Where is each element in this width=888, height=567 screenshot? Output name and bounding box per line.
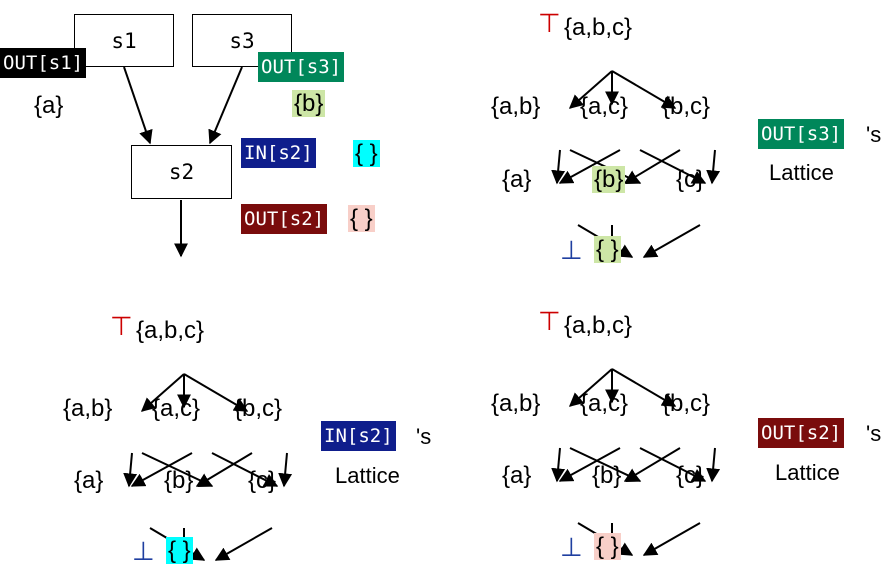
l3-bottom-symbol: ⊥ — [560, 532, 583, 562]
l2-edge-ac-a — [130, 452, 193, 487]
cfg-node-s2-label: s2 — [168, 160, 195, 184]
l1-edge-ac-c — [639, 149, 707, 184]
l1-single-b: {b} — [592, 166, 626, 194]
l1-edge-bc-b — [623, 149, 681, 184]
l2-edge-top-ab — [140, 373, 185, 412]
l2-single-b: {b} — [164, 467, 194, 494]
out-s2-value: { } — [348, 205, 375, 233]
l1-single-c: {c} — [676, 166, 705, 193]
l1-edge-ab-a — [551, 149, 566, 185]
l2-lattice-suffix: 's — [416, 424, 432, 449]
l1-top: {a,b,c} — [564, 14, 633, 41]
l3-edge-ab-a — [551, 447, 566, 483]
l2-single-a: {a} — [74, 467, 104, 494]
l3-edge-c-bottom — [642, 522, 701, 556]
l2-top-symbol: ⊤ — [110, 311, 133, 341]
l2-edge-bc-b — [195, 452, 253, 487]
l3-edge-top-bc — [611, 368, 677, 407]
l1-edge-c-bottom — [642, 224, 701, 258]
out-s3-value-text: {b} — [292, 90, 326, 117]
l2-edge-c-bottom — [214, 527, 273, 561]
l2-edge-ac-c — [211, 452, 279, 487]
l3-edge-ac-a — [558, 447, 621, 482]
cfg-node-s1-label: s1 — [111, 28, 137, 53]
cfg-node-s3-label: s3 — [229, 28, 255, 53]
l3-pair-ac: {a,c} — [580, 390, 629, 417]
l3-edge-top-ab — [568, 368, 613, 407]
l3-edge-ac-c — [639, 447, 707, 482]
l1-bottom: { } — [594, 236, 621, 264]
l3-lattice-suffix: 's — [866, 421, 882, 446]
l1-single-b-text: {b} — [592, 166, 626, 193]
l3-pair-ab: {a,b} — [491, 390, 541, 417]
l1-bottom-text: { } — [594, 236, 621, 263]
l3-single-b: {b} — [592, 462, 622, 489]
l1-pair-bc: {b,c} — [662, 93, 711, 120]
out-s1-tag: OUT[s1] — [0, 48, 87, 78]
l1-edge-ac-a — [558, 149, 621, 184]
l2-lattice-owner-tag: IN[s2] — [321, 421, 396, 451]
l1-edge-top-bc — [611, 70, 677, 109]
l2-pair-ac: {a,c} — [152, 395, 201, 422]
l1-single-a: {a} — [502, 166, 532, 193]
l3-top: {a,b,c} — [564, 312, 633, 339]
l2-bottom: { } — [166, 537, 193, 565]
l3-bottom-text: { } — [594, 533, 621, 560]
l3-pair-bc: {b,c} — [662, 390, 711, 417]
l1-pair-ac: {a,c} — [580, 93, 629, 120]
l2-pair-bc: {b,c} — [234, 395, 283, 422]
cfg-node-s1: s1 — [74, 14, 174, 67]
l1-edge-bc-c — [706, 149, 721, 185]
cfg-node-s2: s2 — [131, 145, 232, 199]
cfg-edge-s1-s2 — [123, 66, 153, 145]
l1-pair-ab: {a,b} — [491, 93, 541, 120]
out-s3-value: {b} — [292, 90, 326, 118]
l2-lattice-caption: Lattice — [335, 463, 400, 488]
l3-edge-bc-c — [706, 447, 721, 483]
out-s2-tag: OUT[s2] — [241, 204, 328, 234]
l3-top-symbol: ⊤ — [538, 306, 561, 336]
l3-edge-bc-b — [623, 447, 681, 482]
l3-bottom: { } — [594, 533, 621, 561]
cfg-edge-s3-s2 — [208, 66, 243, 145]
l3-lattice-owner-tag: OUT[s2] — [758, 418, 845, 448]
l1-lattice-suffix: 's — [866, 122, 882, 147]
l1-bottom-symbol: ⊥ — [560, 235, 583, 265]
l2-top: {a,b,c} — [136, 317, 205, 344]
l1-lattice-owner-tag: OUT[s3] — [758, 119, 845, 149]
l1-top-symbol: ⊤ — [538, 8, 561, 38]
l2-pair-ab: {a,b} — [63, 395, 113, 422]
l3-lattice-caption: Lattice — [775, 460, 840, 485]
l2-bottom-text: { } — [166, 537, 193, 564]
l2-single-c: {c} — [248, 467, 277, 494]
l1-edge-top-ab — [568, 70, 613, 109]
in-s2-value-text: { } — [353, 140, 380, 167]
out-s3-tag: OUT[s3] — [258, 52, 345, 82]
in-s2-value: { } — [353, 140, 380, 168]
l3-single-c: {c} — [676, 462, 705, 489]
l2-edge-top-bc — [183, 373, 249, 412]
l2-bottom-symbol: ⊥ — [132, 536, 155, 566]
out-s2-value-text: { } — [348, 205, 375, 232]
l1-lattice-caption: Lattice — [769, 160, 834, 185]
l2-edge-bc-c — [278, 452, 293, 488]
in-s2-tag: IN[s2] — [241, 138, 316, 168]
l3-single-a: {a} — [502, 462, 532, 489]
l2-edge-ab-a — [123, 452, 138, 488]
out-s1-value: {a} — [34, 92, 64, 119]
